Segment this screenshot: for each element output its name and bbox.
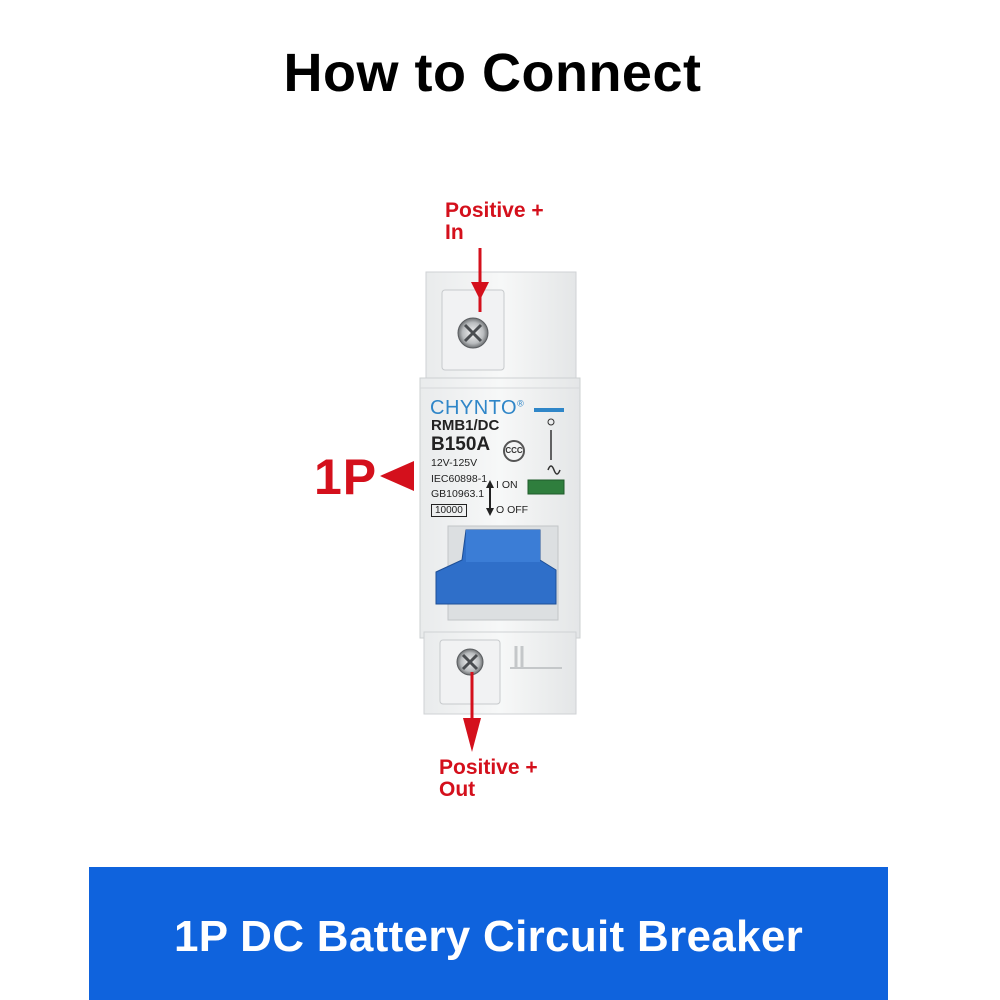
model-label: RMB1/DC	[431, 417, 500, 434]
pole-pointer-icon	[380, 461, 414, 491]
brand-label: CHYNTO®	[430, 397, 525, 419]
standard-label-1: IEC60898-1	[431, 473, 488, 485]
page-title: How to Connect	[283, 43, 702, 103]
ccc-mark-icon: CCC	[503, 440, 525, 462]
input-annotation: Positive + In	[445, 200, 544, 244]
input-annotation-line1: Positive +	[445, 199, 544, 222]
standard-label-2: GB10963.1	[431, 488, 485, 500]
input-annotation-line2: In	[445, 221, 464, 244]
off-label: O OFF	[496, 504, 529, 516]
bottom-banner: 1P DC Battery Circuit Breaker	[89, 867, 888, 1000]
on-label: I ON	[496, 479, 518, 491]
banner-text: 1P DC Battery Circuit Breaker	[173, 912, 804, 961]
output-annotation-line2: Out	[439, 778, 476, 801]
rating-label: B150A	[431, 434, 491, 455]
breaking-capacity-label: 10000	[431, 504, 467, 517]
voltage-label: 12V-125V	[431, 457, 478, 469]
pole-label: 1P	[314, 449, 378, 505]
output-annotation: Positive + Out	[439, 757, 538, 801]
output-annotation-line1: Positive +	[439, 756, 538, 779]
